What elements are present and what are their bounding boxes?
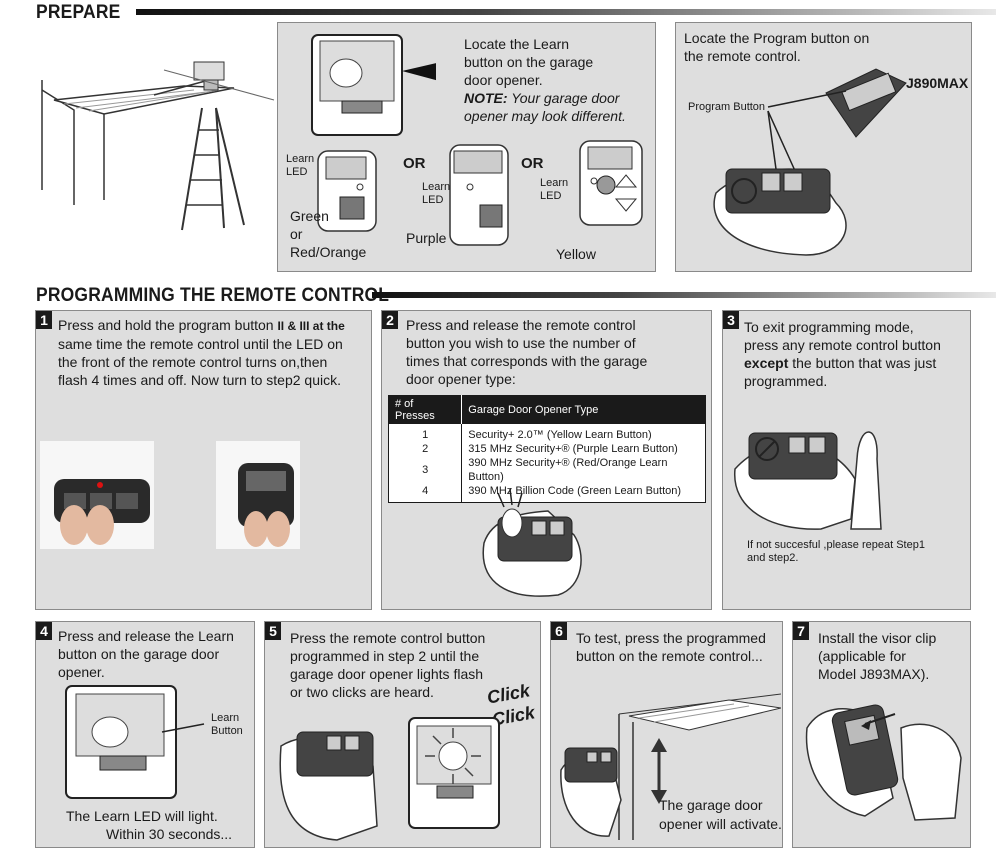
step-2-number: 2 [382,311,398,329]
prepare-rule [136,9,996,15]
step-4-text: Press and release the Learn button on th… [58,628,234,680]
or-label-1: OR [403,155,426,172]
remote-photo-2 [216,441,300,549]
step-6-panel: 6 To test, press the programmed button o… [550,621,783,848]
purple-label: Purple [406,230,447,246]
step-1-text: Press and hold the program button II & I… [58,317,345,388]
program-instruction: Locate the Program button on the remote … [684,30,870,64]
step-6-footer-2: opener will activate. [659,816,782,832]
step-1-panel: 1 Press and hold the program button II &… [35,310,372,610]
step-7-number: 7 [793,622,809,640]
opener-learn-illustration [65,685,205,799]
programming-heading: PROGRAMMING THE REMOTE CONTROL [36,285,390,306]
green-label: Green or Red/Orange [290,208,367,260]
step-2-text: Press and release the remote control but… [406,317,648,387]
learn-button-label: Learn Button [211,712,243,737]
yellow-label: Yellow [556,246,596,262]
garage-test-illustration [560,693,781,840]
step-5-text: Press the remote control button programm… [290,630,486,700]
step-2-panel: 2 Press and release the remote control b… [381,310,712,610]
hand-press-illustration [482,488,582,597]
or-label-2: OR [521,155,544,172]
step-4-footer: The Learn LED will light. Within 30 seco… [66,808,233,842]
step-7-text: Install the visor clip (applicable for M… [818,630,937,682]
remote-illustration [825,68,907,138]
prepare-heading: PREPARE [36,2,121,23]
presses-header: # of Presses [388,395,463,424]
step-5-number: 5 [265,622,281,640]
garage-opener-illustration [311,34,436,136]
hand-remote-illustration [713,90,847,256]
opener-flash-illustration [408,717,500,829]
program-button-panel: Locate the Program button on the remote … [675,22,972,272]
step-6-number: 6 [551,622,567,640]
type-header: Garage Door Opener Type [461,395,706,424]
green-learn-button-panel [317,150,377,232]
step-3-note: If not succesful ,please repeat Step1 an… [747,539,925,564]
garage-illustration [41,61,275,231]
step-1-number: 1 [36,311,52,329]
yellow-learn-button-panel [579,140,643,226]
step-5-panel: 5 Press the remote control button progra… [264,621,541,848]
learn-button-panel: Locate the Learn button on the garage do… [277,22,656,272]
step-6-text: To test, press the programmed button on … [576,630,766,664]
step-6-footer: The garage door [659,797,763,813]
hand-exit-illustration [734,431,882,530]
step-3-text: To exit programming mode, press any remo… [744,319,941,389]
step-7-panel: 7 Install the visor clip (applicable for… [792,621,971,848]
step-3-number: 3 [723,311,739,329]
step-4-panel: 4 Press and release the Learn button on … [35,621,255,848]
remote-photo-1 [40,441,154,549]
hand-remote-step5-illustration [279,731,378,841]
step-3-panel: 3 To exit programming mode, press any re… [722,310,971,610]
visor-clip-illustration [805,704,962,821]
model-label: J890MAX [906,75,969,91]
programming-rule [372,292,996,298]
program-button-label: Program Button [688,101,766,113]
step-4-number: 4 [36,622,52,640]
learn-instruction: Locate the Learn button on the garage do… [464,36,626,124]
purple-learn-button-panel [449,144,509,246]
